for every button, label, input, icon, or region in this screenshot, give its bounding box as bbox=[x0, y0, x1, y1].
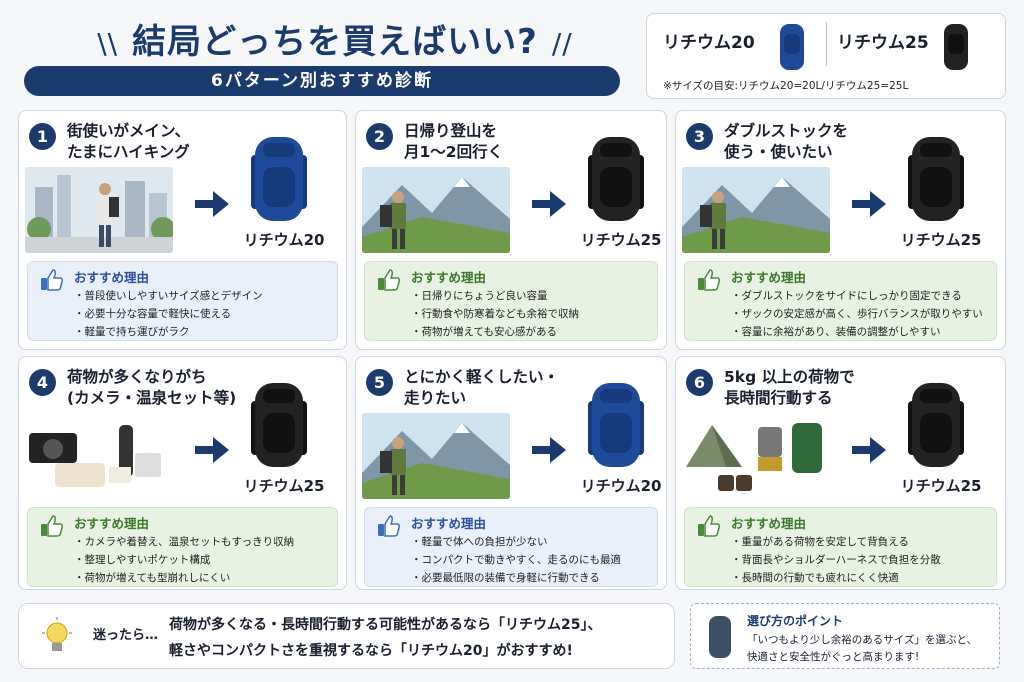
scenario-number: 5 bbox=[366, 369, 393, 396]
scenario-title: 荷物が多くなりがち (カメラ・温泉セット等) bbox=[67, 368, 237, 407]
slash-decoration: \\ bbox=[97, 27, 119, 60]
arrow-right-icon bbox=[532, 191, 566, 217]
reason-heading: おすすめ理由 bbox=[731, 516, 807, 531]
arrow-right-icon bbox=[195, 191, 229, 217]
recommended-pack-label: リチウム20 bbox=[243, 231, 325, 249]
thumbs-up-icon bbox=[698, 515, 721, 537]
camp-scene-illustration bbox=[682, 413, 830, 499]
recommended-pack-label: リチウム25 bbox=[580, 231, 662, 249]
recommended-pack-label: リチウム25 bbox=[243, 477, 325, 495]
summary-line-2: 軽さやコンパクトさを重視するなら「リチウム20」がおすすめ! bbox=[169, 643, 573, 659]
reason-heading: おすすめ理由 bbox=[74, 516, 150, 531]
recommended-pack-label: リチウム25 bbox=[900, 231, 982, 249]
point-line-1: 「いつもより少し余裕のあるサイズ」を選ぶと、 bbox=[747, 634, 978, 646]
scenario-card: 1 街使いがメイン、 たまにハイキング リチウム20 おすすめ理由・普段使いしや… bbox=[18, 110, 347, 350]
reason-item: ・容量に余裕があり、装備の調整がしやすい bbox=[731, 326, 941, 338]
slash-decoration: // bbox=[551, 27, 573, 60]
summary-box: 迷ったら… 荷物が多くなる・長時間行動する可能性があるなら「リチウム25」、 軽… bbox=[18, 603, 675, 669]
reason-item: ・必要十分な容量で軽快に使える bbox=[74, 308, 232, 320]
scenario-card: 2 日帰り登山を 月1〜2回行く リチウム25 おすすめ理由・日帰りにちょうど良… bbox=[355, 110, 667, 350]
summary-line-1: 荷物が多くなる・長時間行動する可能性があるなら「リチウム25」、 bbox=[169, 617, 602, 633]
scenario-card: 3 ダブルストックを 使う・使いたい リチウム25 おすすめ理由・ダブルストック… bbox=[675, 110, 1006, 350]
reason-item: ・背面長やショルダーハーネスで負担を分散 bbox=[731, 554, 941, 566]
reason-box: おすすめ理由・重量がある荷物を安定して背負える・背面長やショルダーハーネスで負担… bbox=[684, 507, 997, 587]
point-heading: 選び方のポイント bbox=[747, 614, 844, 628]
reason-item: ・必要最低限の装備で身軽に行動できる bbox=[411, 572, 600, 584]
reason-box: おすすめ理由・カメラや着替え、温泉セットもすっきり収納・整理しやすいポケット構成… bbox=[27, 507, 338, 587]
scenario-card: 5 とにかく軽くしたい・ 走りたい リチウム20 おすすめ理由・軽量で体への負担… bbox=[355, 356, 667, 590]
arrow-right-icon bbox=[195, 437, 229, 463]
subtitle-banner: 6パターン別おすすめ診断 bbox=[24, 66, 620, 96]
black-backpack-icon bbox=[908, 383, 964, 467]
scenario-card: 6 5kg 以上の荷物で 長時間行動する リチウム25 おすすめ理由・重量がある… bbox=[675, 356, 1006, 590]
blue-backpack-icon bbox=[588, 383, 644, 467]
city-scene-illustration bbox=[25, 167, 173, 253]
reason-box: おすすめ理由・普段使いしやすいサイズ感とデザイン・必要十分な容量で軽快に使える・… bbox=[27, 261, 338, 341]
blue-backpack-icon bbox=[251, 137, 307, 221]
black-backpack-icon bbox=[588, 137, 644, 221]
scenario-number: 6 bbox=[686, 369, 713, 396]
summary-lead: 迷ったら… bbox=[93, 628, 159, 643]
reason-item: ・軽量で持ち運びがラク bbox=[74, 326, 190, 338]
arrow-right-icon bbox=[852, 191, 886, 217]
scenario-title: 5kg 以上の荷物で 長時間行動する bbox=[724, 368, 855, 407]
reason-heading: おすすめ理由 bbox=[74, 270, 150, 285]
reason-heading: おすすめ理由 bbox=[411, 516, 487, 531]
blue-backpack-icon bbox=[780, 24, 804, 70]
reason-heading: おすすめ理由 bbox=[731, 270, 807, 285]
title-text: 結局どっちを買えばいい? bbox=[132, 22, 538, 62]
arrow-right-icon bbox=[532, 437, 566, 463]
scenario-title: ダブルストックを 使う・使いたい bbox=[724, 122, 849, 161]
reason-item: ・ダブルストックをサイドにしっかり固定できる bbox=[731, 290, 962, 302]
black-backpack-icon bbox=[251, 383, 307, 467]
size-note: ※サイズの目安:リチウム20=20L/リチウム25=25L bbox=[663, 80, 909, 92]
reason-item: ・行動食や防寒着なども余裕で収納 bbox=[411, 308, 579, 320]
mountain-scene-illustration bbox=[362, 413, 510, 499]
legend-lithium20: リチウム20 bbox=[663, 33, 755, 53]
thumbs-up-icon bbox=[41, 269, 64, 291]
mountain-scene-illustration bbox=[682, 167, 830, 253]
reason-box: おすすめ理由・軽量で体への負担が少ない・コンパクトで動きやすく、走るのにも最適・… bbox=[364, 507, 658, 587]
mountain-scene-illustration bbox=[362, 167, 510, 253]
page-title: \\ 結局どっちを買えばいい? // bbox=[40, 14, 630, 63]
reason-item: ・普段使いしやすいサイズ感とデザイン bbox=[74, 290, 263, 302]
point-line-2: 快適さと安全性がぐっと高まります! bbox=[747, 651, 920, 663]
lightbulb-icon bbox=[42, 617, 72, 651]
scenario-number: 4 bbox=[29, 369, 56, 396]
scenario-card: 4 荷物が多くなりがち (カメラ・温泉セット等) リチウム25 おすすめ理由・カ… bbox=[18, 356, 347, 590]
reason-item: ・軽量で体への負担が少ない bbox=[411, 536, 548, 548]
reason-item: ・荷物が増えても型崩れしにくい bbox=[74, 572, 231, 584]
reason-heading: おすすめ理由 bbox=[411, 270, 487, 285]
scenario-title: とにかく軽くしたい・ 走りたい bbox=[404, 368, 560, 407]
recommended-pack-label: リチウム25 bbox=[900, 477, 982, 495]
reason-item: ・整理しやすいポケット構成 bbox=[74, 554, 211, 566]
arrow-right-icon bbox=[852, 437, 886, 463]
reason-item: ・カメラや着替え、温泉セットもすっきり収納 bbox=[74, 536, 295, 548]
black-backpack-icon bbox=[908, 137, 964, 221]
scenario-number: 1 bbox=[29, 123, 56, 150]
recommended-pack-label: リチウム20 bbox=[580, 477, 662, 495]
selection-point-box: 選び方のポイント 「いつもより少し余裕のあるサイズ」を選ぶと、 快適さと安全性が… bbox=[690, 603, 1000, 669]
reason-item: ・重量がある荷物を安定して背負える bbox=[731, 536, 909, 548]
reason-item: ・コンパクトで動きやすく、走るのにも最適 bbox=[411, 554, 621, 566]
thumbs-up-icon bbox=[378, 269, 401, 291]
scenario-title: 日帰り登山を 月1〜2回行く bbox=[404, 122, 504, 161]
black-backpack-icon bbox=[944, 24, 968, 70]
scenario-number: 2 bbox=[366, 123, 393, 150]
legend-lithium25: リチウム25 bbox=[837, 33, 929, 53]
scenario-title: 街使いがメイン、 たまにハイキング bbox=[67, 122, 191, 161]
reason-box: おすすめ理由・日帰りにちょうど良い容量・行動食や防寒着なども余裕で収納・荷物が増… bbox=[364, 261, 658, 341]
thumbs-up-icon bbox=[698, 269, 721, 291]
thumbs-up-icon bbox=[41, 515, 64, 537]
legend-divider bbox=[826, 22, 827, 66]
reason-item: ・ザックの安定感が高く、歩行バランスが取りやすい bbox=[731, 308, 983, 320]
reason-box: おすすめ理由・ダブルストックをサイドにしっかり固定できる・ザックの安定感が高く、… bbox=[684, 261, 997, 341]
reason-item: ・日帰りにちょうど良い容量 bbox=[411, 290, 548, 302]
thumbs-up-icon bbox=[378, 515, 401, 537]
reason-item: ・荷物が増えても安心感がある bbox=[411, 326, 557, 338]
backpack-icon bbox=[709, 616, 731, 658]
reason-item: ・長時間の行動でも疲れにくく快適 bbox=[731, 572, 899, 584]
scenario-number: 3 bbox=[686, 123, 713, 150]
items-scene-illustration bbox=[25, 413, 173, 499]
